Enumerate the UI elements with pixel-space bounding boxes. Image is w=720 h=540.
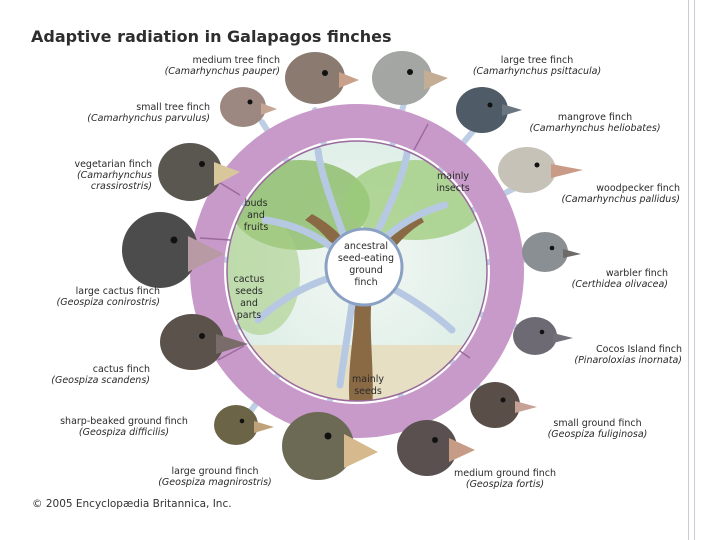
finch-label-small-tree: small tree finch (Camarhynchus parvulus) xyxy=(40,102,210,124)
finch-common-name: vegetarian finch xyxy=(74,159,152,170)
finch-label-cactus: cactus finch (Geospiza scandens) xyxy=(20,364,150,386)
finch-label-mangrove: mangrove finch (Camarhynchus heliobates) xyxy=(510,112,680,134)
diet-group-line: and xyxy=(240,298,258,309)
finch-label-large-ground: large ground finch (Geospiza magnirostri… xyxy=(140,466,290,488)
finch-common-name: large tree finch xyxy=(500,55,574,66)
diet-group-line: and xyxy=(247,210,265,221)
finch-scientific-name: (Geospiza conirostris) xyxy=(56,297,160,308)
finch-scientific-name: (Camarhynchus pauper) xyxy=(164,66,280,77)
finch-common-name: large ground finch xyxy=(171,466,259,477)
center-disk xyxy=(324,227,404,307)
copyright-notice: © 2005 Encyclopædia Britannica, Inc. xyxy=(32,498,232,510)
diet-group-line: insects xyxy=(436,183,470,194)
frame-divider-left xyxy=(688,0,689,540)
finch-common-name: large cactus finch xyxy=(75,286,160,297)
diet-group-line: mainly xyxy=(352,374,384,385)
diet-group-insects: mainly insects xyxy=(426,171,480,195)
center-label-line: ancestral xyxy=(344,241,388,252)
finch-common-name: small ground finch xyxy=(553,418,642,429)
center-label-line: ground xyxy=(349,265,383,276)
finch-common-name: medium tree finch xyxy=(192,55,280,66)
diet-group-line: buds xyxy=(244,198,268,209)
center-label-line: finch xyxy=(354,277,378,288)
diet-group-line: cactus xyxy=(233,274,265,285)
diet-group-line: fruits xyxy=(243,222,269,233)
finch-common-name: cactus finch xyxy=(92,364,150,375)
finch-common-name: medium ground finch xyxy=(454,468,556,479)
diet-group-seeds: mainly seeds xyxy=(340,374,396,398)
finch-label-large-cactus: large cactus finch (Geospiza conirostris… xyxy=(20,286,160,308)
finch-label-woodpecker: woodpecker finch (Camarhynchus pallidus) xyxy=(510,183,680,205)
finch-scientific-name: (Camarhynchus parvulus) xyxy=(87,113,210,124)
finch-heads xyxy=(122,51,583,480)
finch-scientific-name: (Camarhynchus heliobates) xyxy=(529,123,661,134)
diet-ring xyxy=(190,104,524,438)
frame-divider-right xyxy=(694,0,695,540)
finch-scientific-name: crassirostris) xyxy=(90,181,152,192)
finch-scientific-name: (Certhidea olivacea) xyxy=(571,279,668,290)
inner-scene xyxy=(227,141,487,401)
finch-label-medium-tree: medium tree finch (Camarhynchus pauper) xyxy=(120,55,280,77)
diet-group-line: seeds xyxy=(354,386,382,397)
finch-scientific-name: (Geospiza magnirostris) xyxy=(158,477,272,488)
finch-common-name: small tree finch xyxy=(136,102,210,113)
finch-scientific-name: (Camarhynchus psittacula) xyxy=(472,66,602,77)
center-label-line: seed-eating xyxy=(337,253,395,264)
finch-common-name: Cocos Island finch xyxy=(596,344,682,355)
diet-group-line: parts xyxy=(236,310,262,321)
finch-scientific-name: (Camarhynchus pallidus) xyxy=(561,194,680,205)
finch-common-name: warbler finch xyxy=(605,268,668,279)
finch-scientific-name: (Camarhynchus xyxy=(76,170,152,181)
finch-label-medium-ground: medium ground finch (Geospiza fortis) xyxy=(440,468,570,490)
center-label: ancestral seed-eating ground finch xyxy=(334,241,398,289)
finch-label-sharp-beaked-ground: sharp-beaked ground finch (Geospiza diff… xyxy=(44,416,204,438)
finch-label-vegetarian: vegetarian finch (Camarhynchus crassiros… xyxy=(40,159,152,192)
diet-group-line: mainly xyxy=(437,171,469,182)
finch-scientific-name: (Geospiza difficilis) xyxy=(78,427,170,438)
finch-common-name: woodpecker finch xyxy=(596,183,680,194)
finch-scientific-name: (Geospiza fuliginosa) xyxy=(547,429,648,440)
diet-group-line: seeds xyxy=(235,286,263,297)
finch-label-small-ground: small ground finch (Geospiza fuliginosa) xyxy=(515,418,680,440)
finch-scientific-name: (Geospiza fortis) xyxy=(465,479,545,490)
finch-label-large-tree: large tree finch (Camarhynchus psittacul… xyxy=(452,55,622,77)
finch-common-name: mangrove finch xyxy=(557,112,633,123)
finch-label-cocos-island: Cocos Island finch (Pinaroloxias inornat… xyxy=(530,344,682,366)
finch-common-name: sharp-beaked ground finch xyxy=(60,416,188,427)
finch-scientific-name: (Pinaroloxias inornata) xyxy=(574,355,682,366)
finch-label-warbler: warbler finch (Certhidea olivacea) xyxy=(520,268,668,290)
diet-group-buds: buds and fruits xyxy=(236,198,276,234)
finch-scientific-name: (Geospiza scandens) xyxy=(51,375,150,386)
diagram-title: Adaptive radiation in Galapagos finches xyxy=(31,27,392,46)
diet-group-cactus: cactus seeds and parts xyxy=(228,274,270,322)
